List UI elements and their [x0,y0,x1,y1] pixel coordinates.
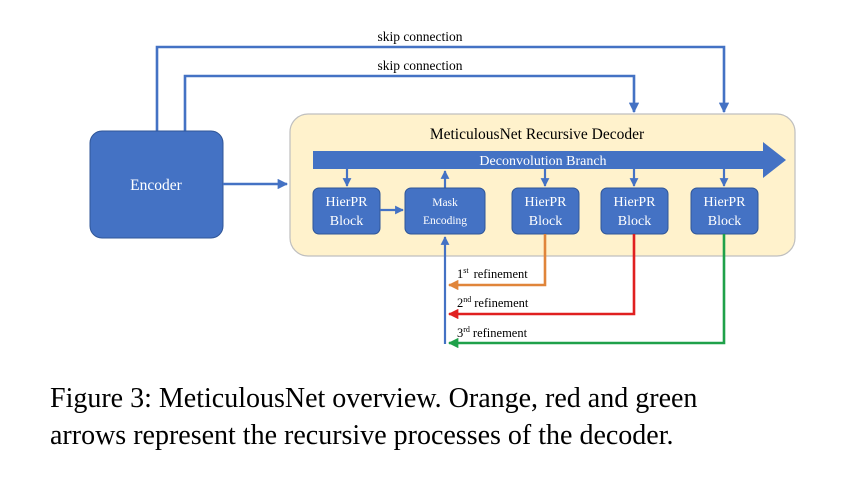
hierpr-block-4-label-top: HierPR [704,195,747,210]
mask-encoding-label-bottom: Encoding [423,215,467,227]
caption-line-2: arrows represent the recursive processes… [50,420,674,451]
refinement-1-arrow [447,234,547,291]
hierpr-block-4-label-bottom: Block [708,214,741,229]
refinement-2-arrow [447,234,636,320]
decoder-title: MeticulousNet Recursive Decoder [430,126,645,143]
hierpr-block-1-label-bottom: Block [330,214,363,229]
figure-caption: Figure 3: MeticulousNet overview. Orange… [50,380,850,454]
skip-connection-label-bottom: skip connection [377,58,462,73]
deconvolution-branch-arrow [313,142,786,178]
encoder-label: Encoder [130,177,182,194]
mask-encoding-label-top: Mask [432,197,458,209]
skip-connection-outer-line [155,45,730,131]
skip-connection-inner-line [183,74,640,131]
caption-line-1: Figure 3: MeticulousNet overview. Orange… [50,383,698,414]
hierpr-block-1-label-top: HierPR [326,195,369,210]
hierpr-block-2-label-bottom: Block [529,214,562,229]
skip-connection-label-top: skip connection [377,29,462,44]
mask-encoding-block [404,187,486,235]
architecture-diagram: MeticulousNet Recursive Decoder skip con… [89,29,796,349]
refinement-3-arrow [447,234,726,349]
hierpr-block-2-label-top: HierPR [525,195,568,210]
hierpr-block-3-label-bottom: Block [618,214,651,229]
deconvolution-branch-label: Deconvolution Branch [479,154,606,169]
hierpr-block-3-label-top: HierPR [614,195,657,210]
